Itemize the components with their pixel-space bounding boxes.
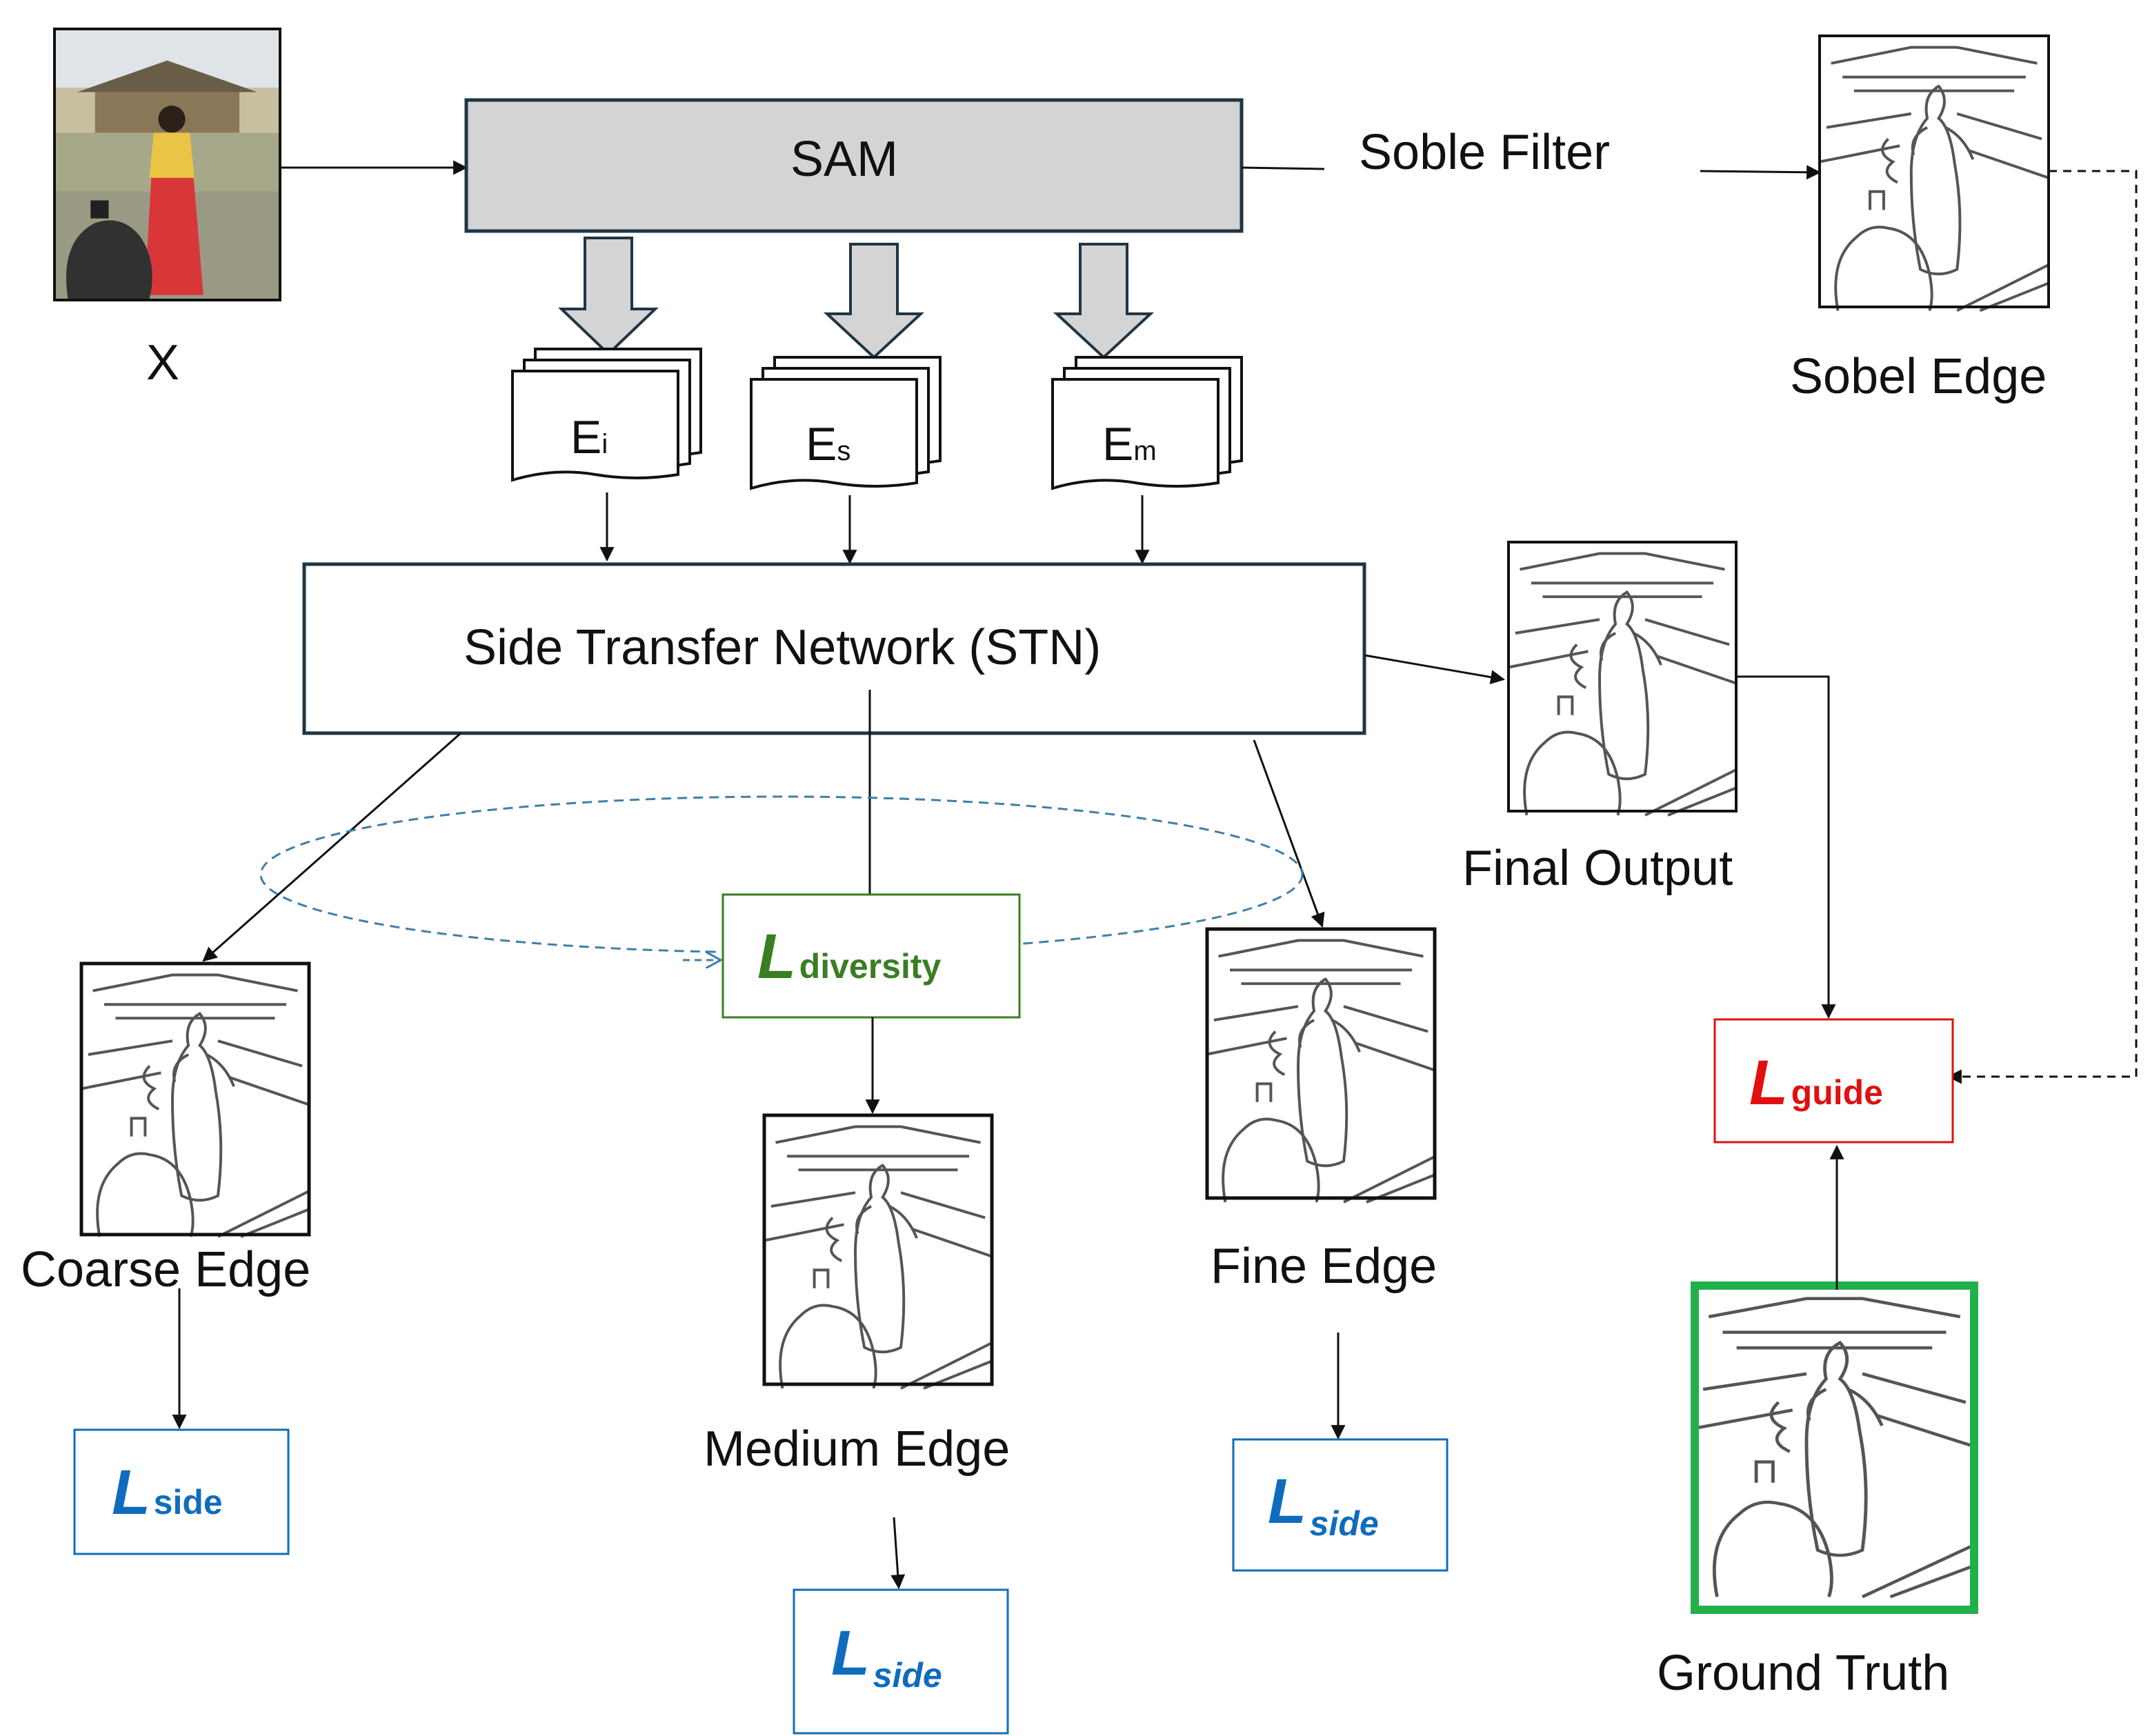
input-label: X — [146, 335, 180, 390]
loss-side-coarse-label: L side — [112, 1457, 223, 1529]
loss-guide-label: L guide — [1749, 1047, 1883, 1119]
medium-edge-image — [762, 1113, 994, 1390]
arrow-medium-to-lside — [890, 1517, 906, 1590]
diversity-dashed-ellipse — [259, 795, 1304, 954]
final-output-image — [1507, 541, 1738, 817]
embedding-ei-base: E — [570, 411, 602, 463]
fine-edge-label: Fine Edge — [1211, 1239, 1437, 1294]
arrow-stn-to-coarse — [202, 732, 461, 962]
embedding-ei-sub: i — [601, 429, 608, 459]
sam-label: SAM — [790, 132, 899, 187]
gray-arrow-ei — [558, 237, 659, 356]
embedding-em-sub: m — [1133, 436, 1157, 466]
coarse-edge-label: Coarse Edge — [21, 1242, 311, 1297]
coarse-edge-image — [79, 961, 311, 1238]
loss-side-medium-box — [793, 1588, 1009, 1735]
loss-diversity-sub: diversity — [799, 947, 942, 986]
loss-guide-box — [1713, 1018, 1954, 1144]
medium-edge-label: Medium Edge — [704, 1421, 1011, 1477]
embedding-stack-es — [750, 356, 942, 490]
gray-arrow-es — [823, 243, 925, 359]
loss-side-fine-label: L side — [1268, 1466, 1379, 1543]
loss-side-medium-sub: side — [873, 1656, 942, 1695]
loss-side-fine-box — [1232, 1438, 1449, 1572]
embedding-es-base: E — [806, 418, 837, 470]
loss-diversity-label: L diversity — [757, 921, 941, 993]
embedding-em-base: E — [1102, 418, 1134, 470]
stn-box — [302, 562, 1366, 735]
loss-side-fine-symbol: L — [1268, 1466, 1307, 1537]
embedding-es-label: Es — [806, 417, 850, 471]
embedding-es-sub: s — [837, 436, 851, 466]
final-output-label: Final Output — [1462, 841, 1733, 896]
embedding-ei-label: Ei — [570, 410, 608, 464]
loss-side-coarse-sub: side — [153, 1483, 223, 1522]
input-image — [53, 28, 281, 301]
arrow-stn-to-fine — [1253, 739, 1325, 928]
embedding-stack-ei — [511, 348, 702, 482]
sobel-edge-image — [1818, 34, 2050, 312]
loss-guide-symbol: L — [1749, 1048, 1789, 1118]
loss-diversity-symbol: L — [757, 921, 797, 992]
sobel-edge-label: Sobel Edge — [1790, 349, 2047, 404]
loss-side-medium-symbol: L — [831, 1618, 870, 1688]
dashed-sobel-to-guide — [1947, 170, 2138, 1084]
sam-box — [464, 98, 1244, 233]
ground-truth-label: Ground Truth — [1657, 1646, 1950, 1701]
arrow-sam-to-sobel-filter — [1241, 166, 1325, 170]
arrow-final-to-guide — [1736, 675, 1836, 1019]
loss-side-coarse-symbol: L — [112, 1457, 151, 1528]
loss-side-fine-sub: side — [1309, 1504, 1379, 1543]
sobel-filter-label: Soble Filter — [1359, 125, 1611, 180]
loss-side-coarse-box — [73, 1428, 290, 1555]
embedding-em-label: Em — [1102, 417, 1157, 471]
ground-truth-image — [1691, 1281, 1978, 1614]
fine-edge-image — [1205, 927, 1437, 1204]
arrow-stn-to-final — [1364, 654, 1506, 685]
loss-side-medium-label: L side — [831, 1617, 942, 1695]
arrow-sobel-filter-to-sobel-edge — [1700, 165, 1822, 180]
gray-arrow-em — [1053, 243, 1155, 359]
stn-label: Side Transfer Network (STN) — [464, 620, 1102, 675]
embedding-stack-em — [1051, 356, 1243, 490]
loss-guide-sub: guide — [1791, 1073, 1883, 1112]
loss-diversity-box — [721, 893, 1021, 1019]
